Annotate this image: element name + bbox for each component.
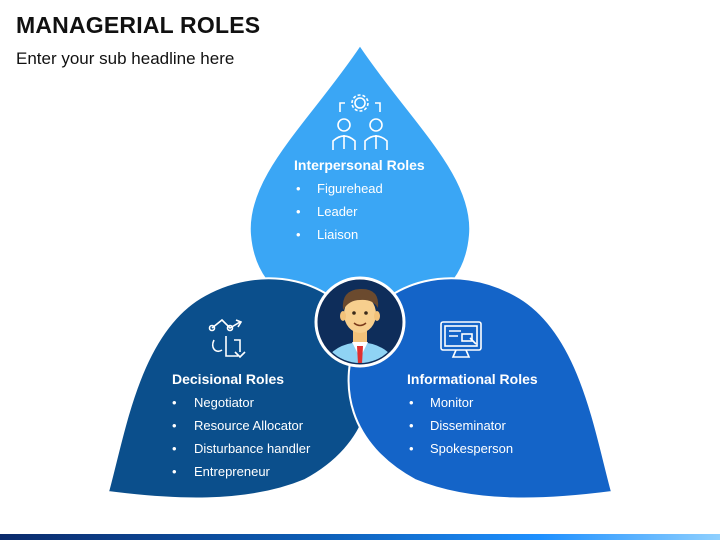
list-bullet: • (409, 418, 414, 433)
list-bullet: • (172, 418, 177, 433)
footer-gradient-bar (0, 534, 720, 540)
list-item: Leader (317, 204, 358, 219)
list-bullet: • (172, 464, 177, 479)
list-bullet: • (172, 395, 177, 410)
monitor-icon (440, 321, 482, 358)
list-bullet: • (296, 181, 301, 196)
list-item: Figurehead (317, 181, 383, 196)
decisional-title: Decisional Roles (172, 371, 284, 387)
people-network-icon (332, 94, 388, 150)
interpersonal-list: • Figurehead • Leader • Liaison (296, 181, 383, 242)
manager-avatar-icon (314, 276, 406, 368)
informational-list: • Monitor • Disseminator • Spokesperson (409, 395, 513, 456)
list-item: Spokesperson (430, 441, 513, 456)
list-bullet: • (296, 227, 301, 242)
list-item: Disturbance handler (194, 441, 311, 456)
list-item: Resource Allocator (194, 418, 304, 433)
list-item: Entrepreneur (194, 464, 271, 479)
list-bullet: • (172, 441, 177, 456)
list-item: Liaison (317, 227, 358, 242)
page-subtitle: Enter your sub headline here (16, 49, 235, 68)
decision-arrows-icon (208, 318, 246, 359)
page-title: MANAGERIAL ROLES (16, 12, 261, 38)
decisional-list: • Negotiator • Resource Allocator • Dist… (172, 395, 311, 479)
list-bullet: • (296, 204, 301, 219)
list-item: Disseminator (430, 418, 507, 433)
interpersonal-title: Interpersonal Roles (294, 157, 425, 173)
list-bullet: • (409, 395, 414, 410)
list-bullet: • (409, 441, 414, 456)
list-item: Monitor (430, 395, 474, 410)
list-item: Negotiator (194, 395, 255, 410)
informational-title: Informational Roles (407, 371, 538, 387)
